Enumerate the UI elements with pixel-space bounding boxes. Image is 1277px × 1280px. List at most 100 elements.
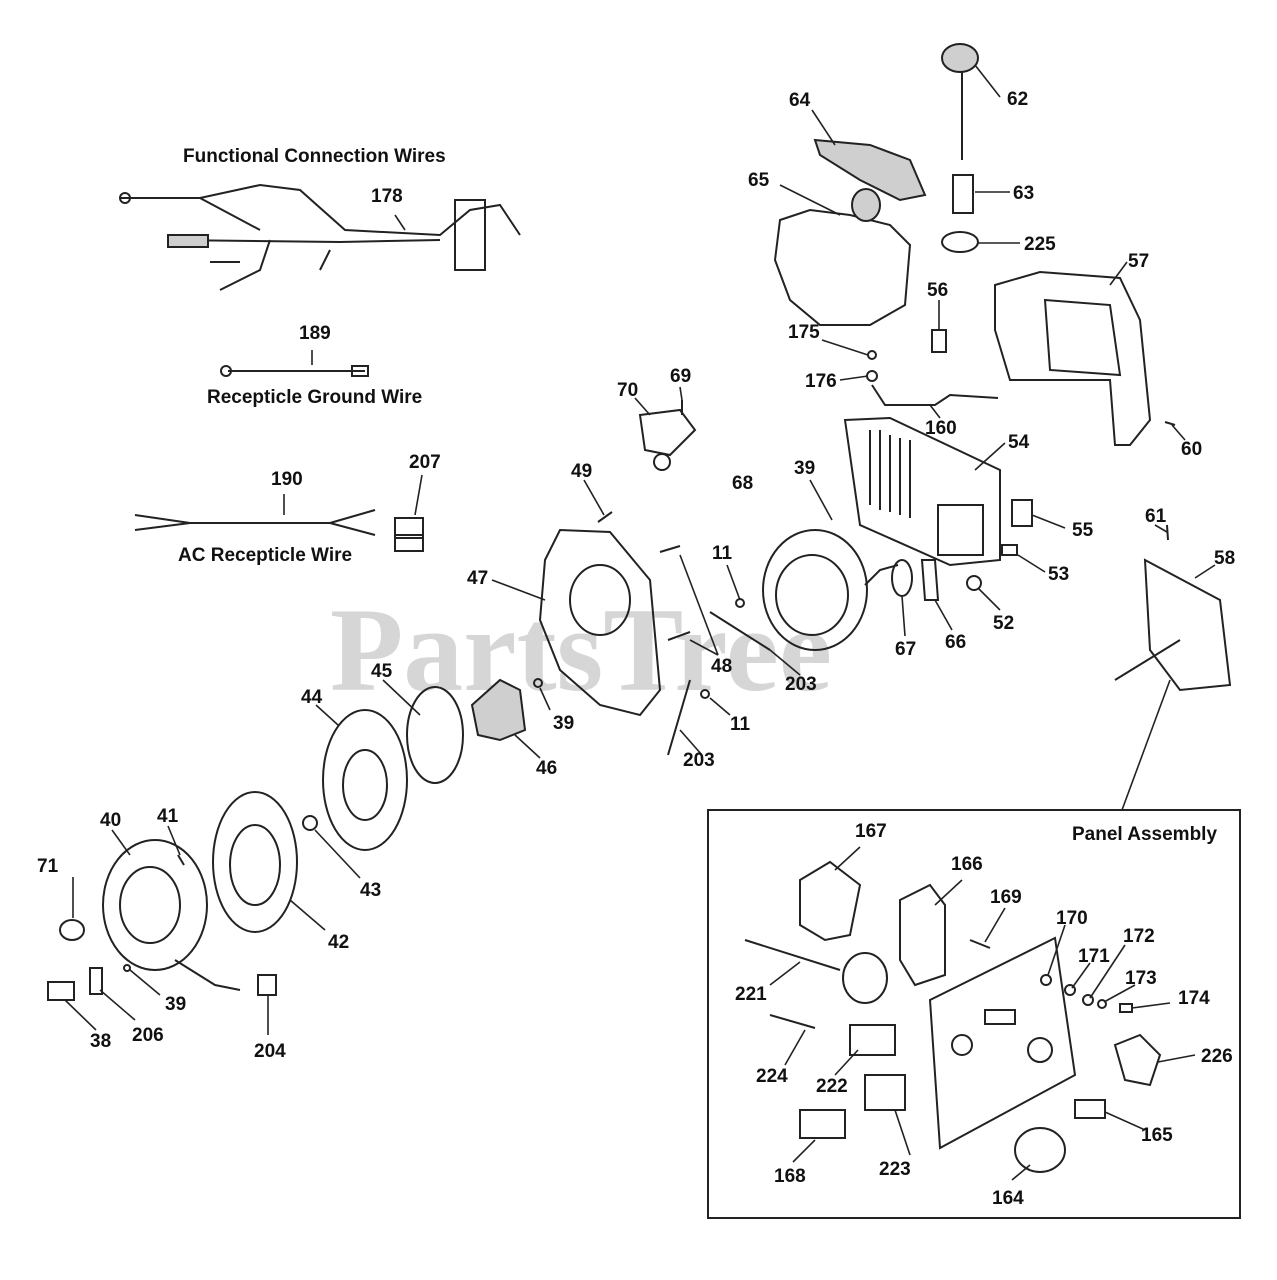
part-label[interactable]: 178 — [371, 186, 403, 207]
cover-226[interactable] — [1113, 1033, 1162, 1087]
part-label[interactable]: 203 — [785, 674, 817, 695]
nut-43[interactable] — [302, 815, 318, 831]
module-167[interactable] — [799, 860, 862, 942]
screw-203b[interactable] — [667, 679, 691, 756]
connector-204[interactable] — [257, 974, 277, 996]
part-label[interactable]: 165 — [1141, 1125, 1173, 1146]
part-label[interactable]: 61 — [1145, 506, 1167, 527]
washer-71[interactable] — [59, 919, 85, 941]
part-label[interactable]: 203 — [683, 750, 715, 771]
part-label[interactable]: 60 — [1181, 439, 1202, 460]
control-panel-58[interactable] — [1143, 558, 1232, 692]
part-label[interactable]: 46 — [536, 758, 557, 779]
part-label[interactable]: 70 — [617, 380, 638, 401]
part-label[interactable]: 57 — [1128, 251, 1149, 272]
part-label[interactable]: 160 — [925, 418, 957, 439]
part-label[interactable]: 170 — [1056, 908, 1088, 929]
part-label[interactable]: 222 — [816, 1076, 848, 1097]
rod-48b[interactable] — [667, 631, 691, 641]
breaker-168[interactable] — [799, 1109, 846, 1139]
part-label[interactable]: 164 — [992, 1188, 1024, 1209]
part-label[interactable]: 39 — [165, 994, 186, 1015]
bolt-49[interactable] — [597, 511, 613, 523]
part-label[interactable]: 174 — [1178, 988, 1210, 1009]
tank-cover[interactable] — [813, 138, 927, 202]
part-label[interactable]: 39 — [794, 458, 815, 479]
screw-174[interactable] — [1119, 1003, 1133, 1013]
washer-170[interactable] — [1040, 974, 1052, 986]
part-label[interactable]: 55 — [1072, 520, 1094, 541]
part-label[interactable]: 49 — [571, 461, 592, 482]
fuel-line[interactable] — [871, 384, 999, 406]
plate-45[interactable] — [406, 686, 464, 784]
part-label[interactable]: 40 — [100, 810, 121, 831]
grommet-55[interactable] — [1011, 499, 1033, 527]
part-label[interactable]: 168 — [774, 1166, 806, 1187]
part-label[interactable]: 166 — [951, 854, 983, 875]
fuel-strainer[interactable] — [952, 174, 974, 214]
screw-224[interactable] — [769, 1014, 816, 1029]
part-label[interactable]: 54 — [1008, 432, 1030, 453]
outlet-166[interactable] — [899, 883, 946, 987]
part-label[interactable]: 62 — [1007, 89, 1028, 110]
bracket-70[interactable] — [638, 408, 697, 457]
washer-173[interactable] — [1097, 999, 1107, 1009]
part-label[interactable]: 190 — [271, 469, 303, 490]
part-label[interactable]: 68 — [732, 473, 753, 494]
part-label[interactable]: 206 — [132, 1025, 164, 1046]
fuel-cap[interactable] — [941, 43, 979, 160]
ac-receptacle-wire[interactable] — [134, 509, 376, 536]
part-label[interactable]: 167 — [855, 821, 887, 842]
stator-40[interactable] — [102, 839, 208, 971]
part-label[interactable]: 52 — [993, 613, 1014, 634]
connector-165[interactable] — [1074, 1099, 1106, 1119]
connector-207[interactable] — [394, 517, 424, 552]
part-label[interactable]: 172 — [1123, 926, 1155, 947]
part-label[interactable]: 48 — [711, 656, 732, 677]
flywheel-42[interactable] — [212, 791, 298, 933]
part-label[interactable]: 176 — [805, 371, 837, 392]
nut-52[interactable] — [966, 575, 982, 591]
part-label[interactable]: 41 — [157, 806, 179, 827]
part-label[interactable]: 189 — [299, 323, 331, 344]
part-label[interactable]: 225 — [1024, 234, 1056, 255]
part-label[interactable]: 204 — [254, 1041, 286, 1062]
part-label[interactable]: 11 — [730, 714, 751, 735]
part-label[interactable]: 45 — [371, 661, 393, 682]
part-label[interactable]: 224 — [756, 1066, 788, 1087]
part-label[interactable]: 42 — [328, 932, 349, 953]
part-label[interactable]: 65 — [748, 170, 770, 191]
part-label[interactable]: 11 — [712, 543, 733, 564]
part-label[interactable]: 69 — [670, 366, 691, 387]
rod-48a[interactable] — [659, 545, 681, 553]
breaker-223[interactable] — [864, 1074, 906, 1111]
part-label[interactable]: 38 — [90, 1031, 111, 1052]
bracket-38[interactable] — [47, 981, 75, 1001]
inverter-module[interactable] — [843, 416, 1001, 567]
functional-wire-harness[interactable] — [119, 183, 521, 291]
screw-60[interactable] — [1164, 421, 1176, 426]
part-label[interactable]: 39 — [553, 713, 574, 734]
part-label[interactable]: 64 — [789, 90, 811, 111]
part-label[interactable]: 221 — [735, 984, 767, 1005]
part-66[interactable] — [920, 559, 940, 601]
part-label[interactable]: 171 — [1078, 946, 1110, 967]
part-label[interactable]: 66 — [945, 632, 966, 653]
part-label[interactable]: 44 — [301, 687, 323, 708]
part-label[interactable]: 223 — [879, 1159, 911, 1180]
fuel-tank[interactable] — [773, 208, 912, 326]
washer-39c[interactable] — [123, 964, 131, 972]
part-label[interactable]: 175 — [788, 322, 820, 343]
fan-housing[interactable] — [538, 528, 662, 717]
receptacle-164[interactable] — [1014, 1127, 1066, 1173]
part-label[interactable]: 226 — [1201, 1046, 1233, 1067]
clip-56[interactable] — [931, 329, 947, 353]
part-label[interactable]: 207 — [409, 452, 441, 473]
seal-ring[interactable] — [941, 231, 979, 253]
part-label[interactable]: 53 — [1048, 564, 1069, 585]
breaker-222[interactable] — [849, 1024, 896, 1056]
washer-172[interactable] — [1082, 994, 1094, 1006]
clip-53[interactable] — [1001, 544, 1018, 556]
part-label[interactable]: 58 — [1214, 548, 1235, 569]
recoil-starter[interactable] — [762, 529, 868, 651]
